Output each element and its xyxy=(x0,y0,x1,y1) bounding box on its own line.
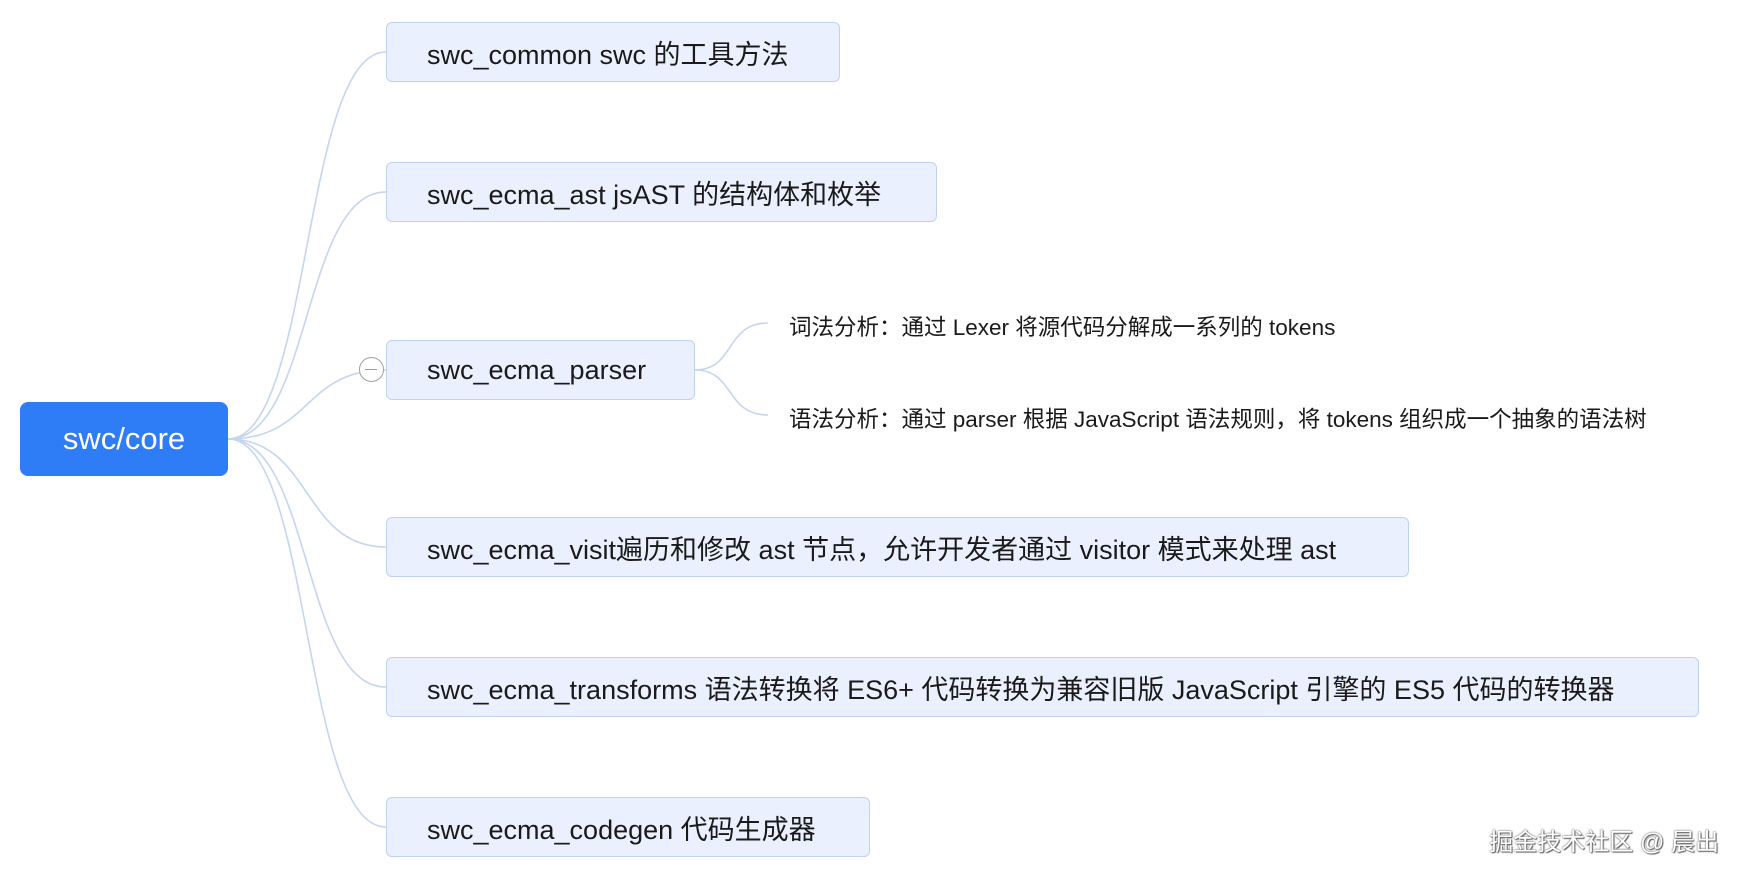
node-swc-ecma-transforms[interactable]: swc_ecma_transforms 语法转换将 ES6+ 代码转换为兼容旧版… xyxy=(386,657,1699,717)
connector-parser-to-leaf-1 xyxy=(694,369,769,416)
connector-root-to-node-1 xyxy=(227,191,387,440)
node-label: swc_common swc 的工具方法 xyxy=(427,39,789,70)
node-swc-ecma-codegen[interactable]: swc_ecma_codegen 代码生成器 xyxy=(386,797,870,857)
node-label: swc_ecma_visit遍历和修改 ast 节点，允许开发者通过 visit… xyxy=(427,534,1337,565)
node-swc-ecma-ast[interactable]: swc_ecma_ast jsAST 的结构体和枚举 xyxy=(386,162,937,222)
connector-root-to-node-3 xyxy=(227,438,387,548)
watermark: 掘金技术社区 @ 晨出 xyxy=(1489,829,1719,856)
node-label: swc_ecma_transforms 语法转换将 ES6+ 代码转换为兼容旧版… xyxy=(427,674,1615,705)
connector-root-to-node-0 xyxy=(227,51,387,440)
leaf-label: 词法分析：通过 Lexer 将源代码分解成一系列的 tokens xyxy=(789,315,1336,340)
node-label: swc_ecma_codegen 代码生成器 xyxy=(427,814,816,845)
leaf-label: 语法分析：通过 parser 根据 JavaScript 语法规则，将 toke… xyxy=(789,407,1647,432)
connector-root-to-node-4 xyxy=(227,438,387,688)
leaf-lexical-analysis[interactable]: 词法分析：通过 Lexer 将源代码分解成一系列的 tokens xyxy=(789,310,1335,342)
node-label: swc_ecma_parser xyxy=(427,354,647,385)
collapse-toggle-icon[interactable] xyxy=(359,357,384,382)
connector-parser-to-leaf-0 xyxy=(694,322,769,371)
node-swc-ecma-visit[interactable]: swc_ecma_visit遍历和修改 ast 节点，允许开发者通过 visit… xyxy=(386,517,1409,577)
leaf-syntax-analysis[interactable]: 语法分析：通过 parser 根据 JavaScript 语法规则，将 toke… xyxy=(789,402,1647,434)
connector-root-to-node-2 xyxy=(227,369,387,440)
node-swc-common[interactable]: swc_common swc 的工具方法 xyxy=(386,22,840,82)
node-swc-ecma-parser[interactable]: swc_ecma_parser xyxy=(386,340,695,400)
root-node-label: swc/core xyxy=(62,421,186,456)
root-node[interactable]: swc/core xyxy=(20,402,228,476)
connector-root-to-node-5 xyxy=(227,438,387,828)
node-label: swc_ecma_ast jsAST 的结构体和枚举 xyxy=(427,179,882,210)
